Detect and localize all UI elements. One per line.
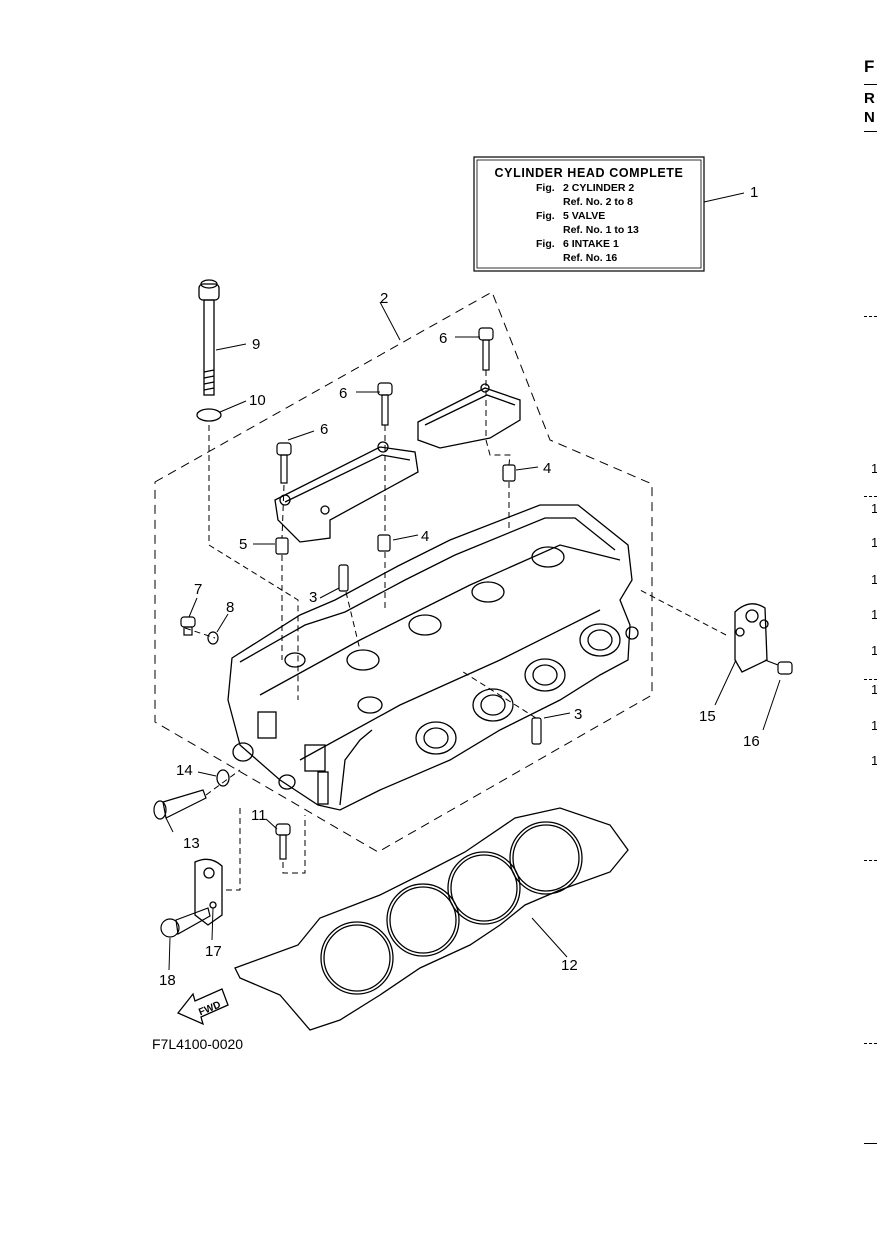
union-bolt bbox=[153, 789, 207, 820]
edge-number-5: 1 bbox=[871, 607, 877, 622]
bracket-bolt-right bbox=[764, 659, 793, 675]
cylinder-head-gasket bbox=[234, 807, 629, 1031]
callout-17: 17 bbox=[205, 943, 222, 960]
hanger-bracket-right bbox=[734, 603, 769, 673]
info-box-title: CYLINDER HEAD COMPLETE bbox=[495, 166, 684, 180]
leader-lines bbox=[165, 301, 781, 971]
info-box-label-1: Fig. bbox=[536, 182, 555, 194]
edge-number-8: 1 bbox=[871, 718, 877, 733]
valve-guide-a bbox=[338, 564, 349, 592]
edge-number-9: 1 bbox=[871, 753, 877, 768]
dowel-pin-c bbox=[275, 537, 289, 555]
o-ring bbox=[207, 631, 219, 645]
alignment-lines bbox=[184, 370, 727, 891]
callout-14: 14 bbox=[176, 762, 193, 779]
cap-bolt-b bbox=[377, 382, 393, 426]
callout-11: 11 bbox=[251, 807, 267, 824]
figure-code: F7L4100-0020 bbox=[152, 1036, 244, 1052]
camshaft-cap-front bbox=[274, 441, 419, 543]
callout-13: 13 bbox=[183, 835, 200, 852]
bracket-bolt-left bbox=[160, 907, 211, 938]
callout-18: 18 bbox=[159, 972, 176, 989]
info-box-line-1: 2 CYLINDER 2 bbox=[563, 182, 634, 194]
info-box-line-2: Ref. No. 2 to 8 bbox=[563, 196, 633, 208]
dowel-pin-b bbox=[377, 534, 391, 552]
callout-7: 7 bbox=[194, 581, 202, 598]
callout-2: 2 bbox=[380, 290, 388, 307]
info-box-label-3: Fig. bbox=[536, 210, 555, 222]
hanger-bracket-left bbox=[194, 858, 223, 926]
callout-6c: 6 bbox=[439, 330, 447, 347]
callout-6b: 6 bbox=[339, 385, 347, 402]
washer bbox=[196, 408, 222, 422]
dowel-pin-a bbox=[502, 464, 516, 482]
info-box: CYLINDER HEAD COMPLETE Fig. 2 CYLINDER 2… bbox=[473, 156, 745, 272]
cap-bolt-a bbox=[276, 442, 292, 484]
edge-number-3: 1 bbox=[871, 535, 877, 550]
bolt-small bbox=[275, 823, 291, 860]
cylinder-head-bolt bbox=[198, 279, 220, 396]
plug bbox=[180, 616, 196, 636]
edge-letter-f: F bbox=[864, 57, 875, 76]
callout-12: 12 bbox=[561, 957, 578, 974]
edge-number-1: 1 bbox=[871, 461, 877, 476]
edge-letter-r: R bbox=[864, 90, 875, 107]
callout-9: 9 bbox=[252, 336, 260, 353]
cylinder-head-assembly-boundary bbox=[154, 291, 653, 853]
info-box-line-5: 6 INTAKE 1 bbox=[563, 238, 619, 250]
edge-letter-n: N bbox=[864, 109, 875, 126]
callout-10: 10 bbox=[249, 392, 266, 409]
forward-direction-arrow: FWD bbox=[176, 988, 229, 1026]
info-box-line-3: 5 VALVE bbox=[563, 210, 605, 222]
camshaft-cap-rear bbox=[417, 383, 521, 449]
callout-labels: 1 2 3 3 4 4 5 6 6 6 7 8 9 10 11 12 13 14… bbox=[159, 184, 760, 989]
callout-1: 1 bbox=[750, 184, 758, 201]
info-box-line-6: Ref. No. 16 bbox=[563, 252, 617, 264]
callout-3a: 3 bbox=[309, 589, 317, 606]
cylinder-head bbox=[227, 504, 639, 811]
info-box-line-4: Ref. No. 1 to 13 bbox=[563, 224, 639, 236]
callout-16: 16 bbox=[743, 733, 760, 750]
union-gasket bbox=[216, 769, 230, 787]
edge-number-4: 1 bbox=[871, 572, 877, 587]
callout-4b: 4 bbox=[421, 528, 429, 545]
callout-6a: 6 bbox=[320, 421, 328, 438]
edge-number-6: 1 bbox=[871, 643, 877, 658]
edge-number-7: 1 bbox=[871, 682, 877, 697]
info-box-label-5: Fig. bbox=[536, 238, 555, 250]
cap-bolt-c bbox=[478, 327, 494, 371]
callout-3b: 3 bbox=[574, 706, 582, 723]
callout-15: 15 bbox=[699, 708, 716, 725]
callout-5: 5 bbox=[239, 536, 247, 553]
edge-number-2: 1 bbox=[871, 501, 877, 516]
valve-guide-b bbox=[531, 717, 542, 745]
callout-8: 8 bbox=[226, 599, 234, 616]
callout-4a: 4 bbox=[543, 460, 551, 477]
